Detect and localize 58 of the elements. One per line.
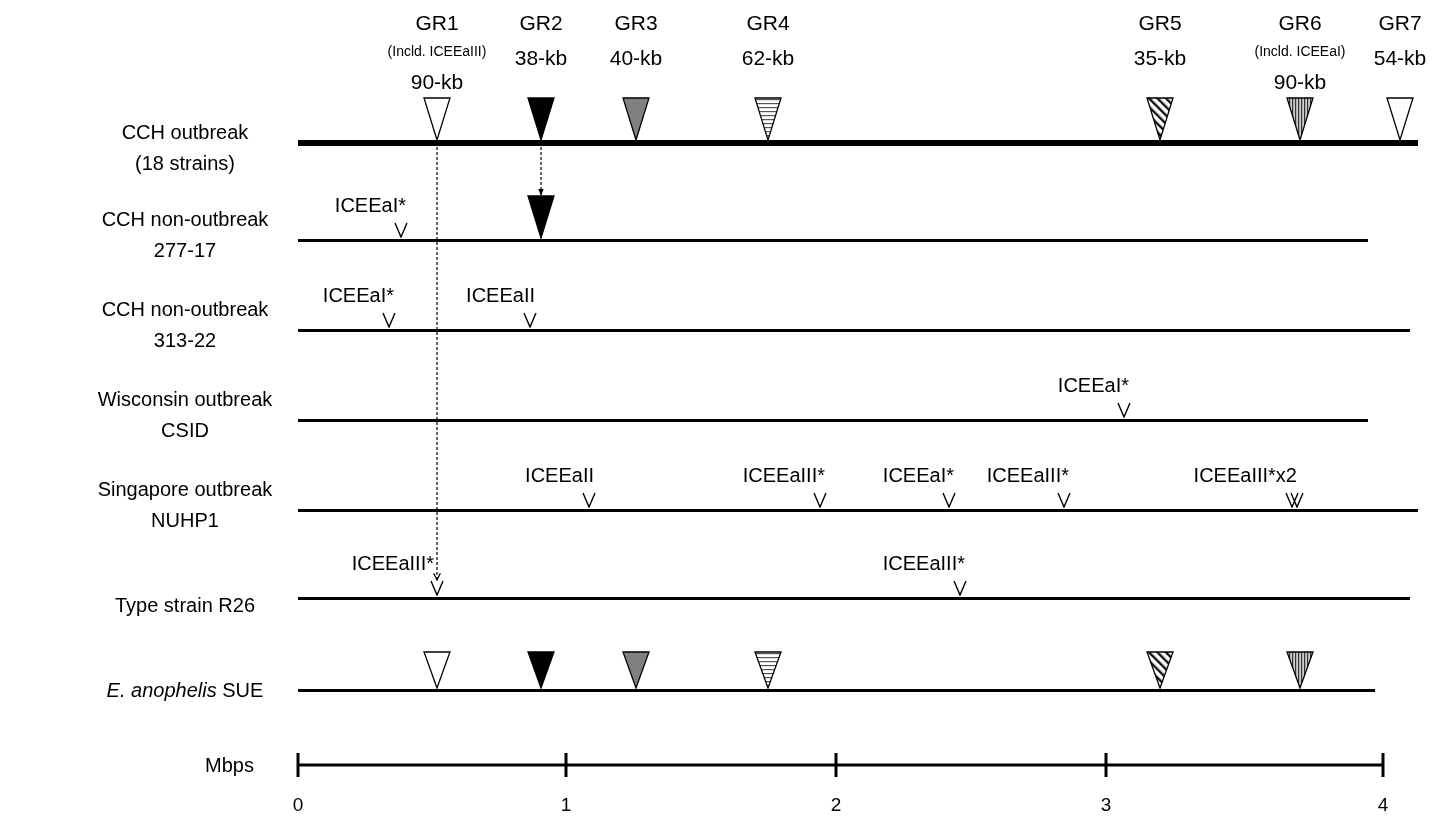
insertion-label: ICEEaIII*x2 bbox=[1193, 463, 1297, 487]
tick-label: 1 bbox=[560, 793, 572, 817]
insertion-mark bbox=[382, 312, 396, 328]
genome-label: CCH non-outbreak 277-17 bbox=[100, 207, 270, 263]
insertion-label: ICEEaIII* bbox=[986, 463, 1069, 487]
genome-label: CCH outbreak (18 strains) bbox=[120, 120, 250, 176]
triangle-marker bbox=[622, 651, 650, 689]
genome-label: E. anophelis SUE bbox=[105, 677, 265, 703]
triangle-marker bbox=[527, 195, 555, 239]
triangle-marker bbox=[1146, 651, 1174, 689]
insertion-label: ICEEaIII* bbox=[351, 551, 434, 575]
insertion-mark bbox=[942, 492, 956, 508]
region-note: (Incld. ICEEaI) bbox=[1254, 42, 1346, 61]
tick-label: 4 bbox=[1377, 793, 1389, 817]
insertion-label: ICEEaI* bbox=[1057, 373, 1129, 397]
insertion-mark bbox=[1057, 492, 1071, 508]
insertion-mark bbox=[394, 222, 408, 238]
insertion-mark bbox=[1117, 402, 1131, 418]
triangle-marker bbox=[527, 651, 555, 689]
genome-label: Singapore outbreak NUHP1 bbox=[97, 477, 273, 533]
region-note: (Incld. ICEEaIII) bbox=[387, 42, 487, 61]
region-size: 90-kb bbox=[410, 69, 464, 95]
region-size: 62-kb bbox=[741, 45, 795, 71]
insertion-mark bbox=[430, 580, 444, 596]
region-size: 38-kb bbox=[514, 45, 568, 71]
insertion-label: ICEEaI* bbox=[334, 193, 406, 217]
tick-label: 0 bbox=[292, 793, 304, 817]
region-label: GR6 bbox=[1278, 10, 1322, 36]
tick-label: 3 bbox=[1100, 793, 1112, 817]
region-size: 35-kb bbox=[1133, 45, 1187, 71]
insertion-mark bbox=[1285, 492, 1304, 508]
region-size: 40-kb bbox=[609, 45, 663, 71]
region-label: GR5 bbox=[1138, 10, 1182, 36]
insertion-mark bbox=[813, 492, 827, 508]
insertion-mark bbox=[582, 492, 596, 508]
insertion-mark bbox=[953, 580, 967, 596]
triangle-marker bbox=[1286, 651, 1314, 689]
insertion-label: ICEEaI* bbox=[322, 283, 394, 307]
insertion-label: ICEEaII bbox=[466, 283, 535, 307]
insertion-label: ICEEaII bbox=[525, 463, 594, 487]
region-label: GR4 bbox=[746, 10, 790, 36]
genome-label: Type strain R26 bbox=[113, 592, 257, 618]
axis-title: Mbps bbox=[205, 753, 254, 777]
triangle-marker bbox=[423, 651, 451, 689]
region-size: 90-kb bbox=[1273, 69, 1327, 95]
insertion-label: ICEEaIII* bbox=[882, 551, 965, 575]
region-size: 54-kb bbox=[1373, 45, 1427, 71]
triangle-marker bbox=[754, 651, 782, 689]
insertion-mark bbox=[523, 312, 537, 328]
region-label: GR3 bbox=[614, 10, 658, 36]
region-label: GR1 bbox=[415, 10, 459, 36]
genome-label: CCH non-outbreak 313-22 bbox=[100, 297, 270, 353]
tick-label: 2 bbox=[830, 793, 842, 817]
region-label: GR2 bbox=[519, 10, 563, 36]
insertion-label: ICEEaIII* bbox=[742, 463, 825, 487]
insertion-label: ICEEaI* bbox=[882, 463, 954, 487]
genome-label: Wisconsin outbreak CSID bbox=[97, 387, 273, 443]
region-label: GR7 bbox=[1378, 10, 1422, 36]
